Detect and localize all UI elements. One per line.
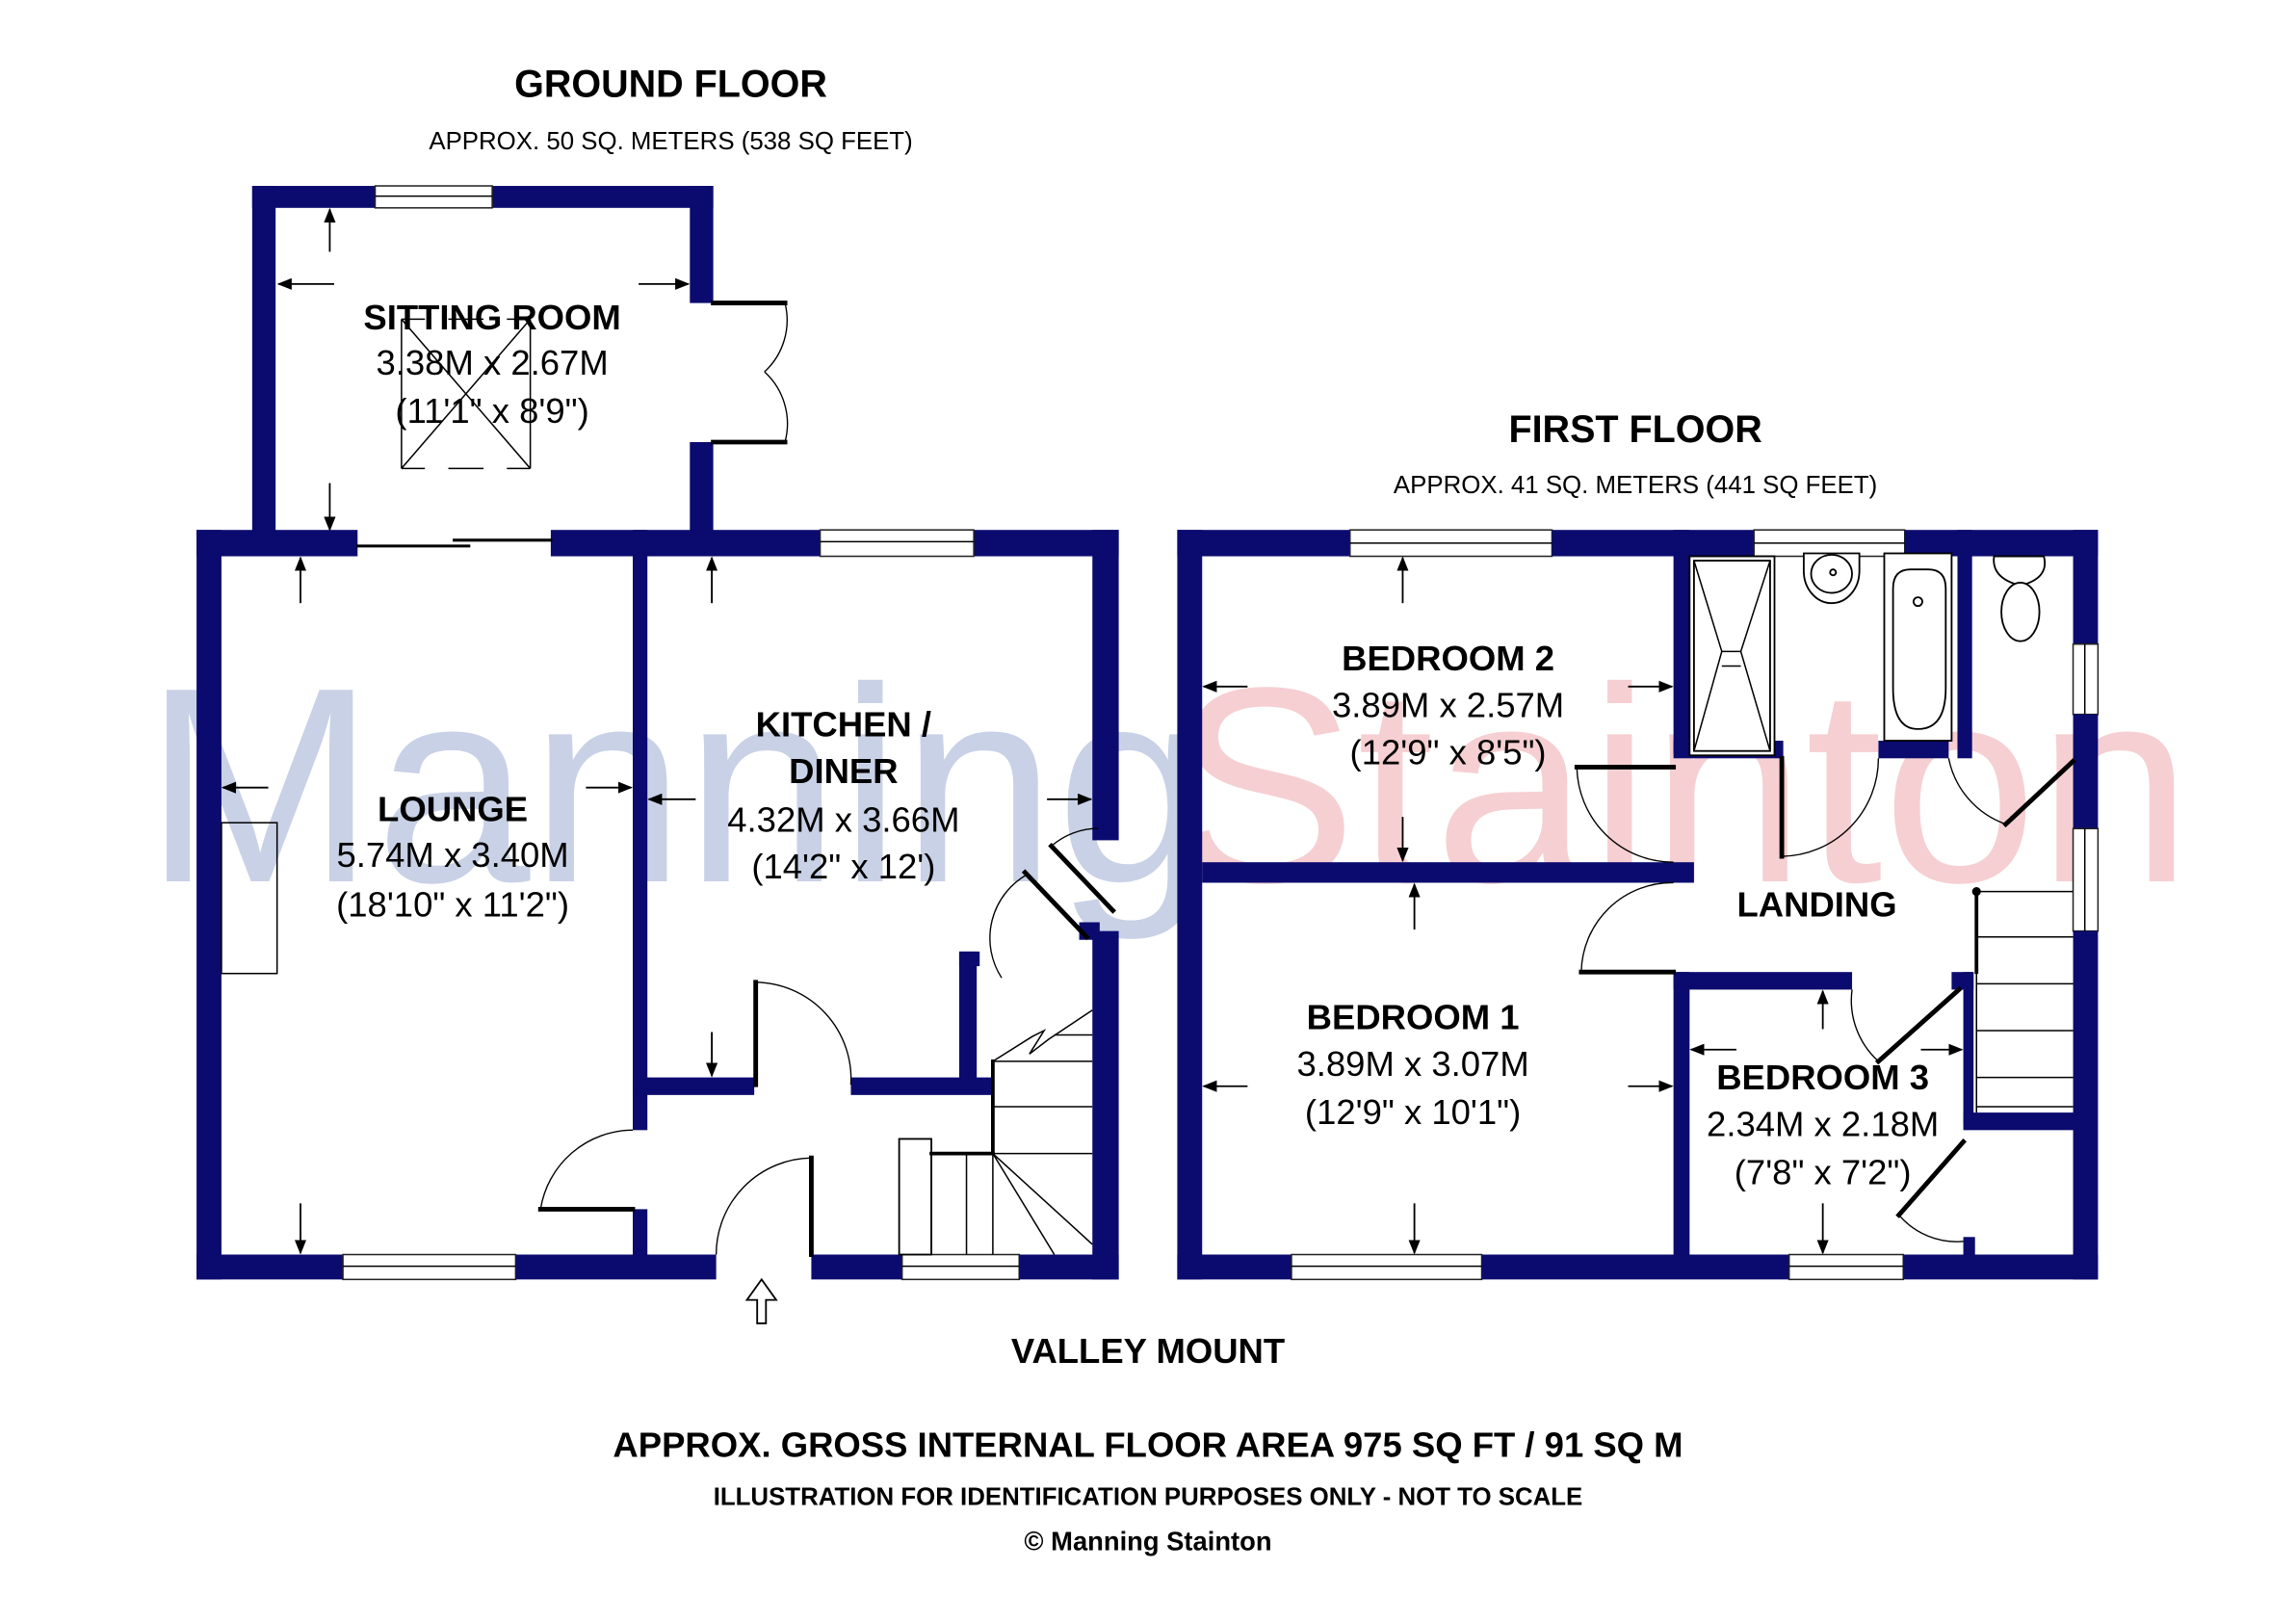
watermark-manning: Manning (144, 631, 1211, 942)
wall (1963, 1112, 2085, 1131)
wall (196, 1254, 344, 1280)
washbasin (1802, 552, 1861, 605)
room-name: LOUNGE (378, 790, 528, 829)
room-name-line1: KITCHEN / (756, 704, 931, 744)
wall (251, 186, 276, 552)
room-metric: 2.34M x 2.18M (1707, 1104, 1939, 1143)
room-imperial: (11'1" x 8'9") (395, 391, 588, 431)
wall (251, 186, 376, 208)
wall (1092, 930, 1119, 1280)
first-floor-title: FIRST FLOOR (1508, 408, 1761, 451)
entrance-arrow-icon (744, 1277, 778, 1324)
wall (1963, 1237, 1975, 1264)
wall (958, 951, 980, 967)
skylight (401, 318, 532, 470)
room-name: BEDROOM 3 (1716, 1058, 1929, 1097)
room-bedroom-1: BEDROOM 1 3.89M x 3.07M (12'9" x 10'1") (1296, 997, 1528, 1132)
wall (2073, 530, 2099, 644)
first-floor-plan: BEDROOM 2 3.89M x 2.57M (12'9" x 8'5") L… (1177, 529, 2100, 1281)
ground-floor-title: GROUND FLOOR (514, 63, 827, 105)
room-imperial: (12'9" x 8'5") (1350, 732, 1547, 772)
wall (1673, 972, 1690, 1266)
room-metric: 4.32M x 3.66M (727, 799, 959, 839)
wall (1177, 530, 1203, 1280)
wall (196, 530, 358, 557)
wall (515, 1254, 717, 1280)
room-imperial: (12'9" x 10'1") (1305, 1092, 1521, 1132)
room-metric: 3.89M x 3.07M (1296, 1044, 1528, 1084)
wall (1878, 741, 1949, 759)
room-sitting-room: SITTING ROOM 3.38M x 2.67M (11'1" x 8'9"… (363, 298, 620, 431)
wall (1177, 1254, 1292, 1280)
property-name: VALLEY MOUNT (1011, 1331, 1285, 1371)
room-metric: 3.89M x 2.57M (1332, 686, 1564, 725)
fireplace (221, 822, 278, 975)
wall (1957, 530, 1972, 759)
room-lounge: LOUNGE 5.74M x 3.40M (18'10" x 11'2") (336, 790, 569, 925)
wall (958, 951, 978, 1086)
wall (2073, 714, 2099, 829)
wall (633, 1077, 755, 1095)
room-metric: 3.38M x 2.67M (376, 343, 608, 382)
room-kitchen-diner: KITCHEN / DINER 4.32M x 3.66M (14'2" x 1… (727, 704, 959, 885)
room-name: SITTING ROOM (363, 298, 620, 337)
ground-floor-plan: SITTING ROOM 3.38M x 2.67M (11'1" x 8'9"… (196, 185, 1119, 1324)
first-floor-area: APPROX. 41 SQ. METERS (441 SQ FEET) (1394, 472, 1877, 499)
total-floor-area: APPROX. GROSS INTERNAL FLOOR AREA 975 SQ… (613, 1425, 1683, 1464)
shower-tray (1688, 555, 1776, 757)
wall (1092, 530, 1119, 841)
wall (633, 530, 648, 1131)
wall (1481, 1254, 1789, 1280)
room-metric: 5.74M x 3.40M (336, 835, 568, 875)
wall (1903, 1254, 2099, 1280)
wall (1019, 1254, 1119, 1280)
dimension-arrows-first-floor (1202, 556, 1964, 1255)
room-landing: LANDING (1737, 884, 1897, 924)
window (819, 529, 975, 558)
toilet (1993, 555, 2047, 642)
room-imperial: (18'10" x 11'2") (336, 884, 569, 924)
room-name: BEDROOM 2 (1342, 639, 1554, 678)
wall (1177, 530, 1350, 557)
wall (633, 1209, 648, 1269)
staircase-first-floor (1971, 887, 2074, 1113)
room-bedroom-3: BEDROOM 3 2.34M x 2.18M (7'8" x 7'2") (1707, 1058, 1939, 1192)
room-name: LANDING (1737, 884, 1897, 924)
copyright: © Manning Stainton (1024, 1527, 1271, 1557)
disclaimer: ILLUSTRATION FOR IDENTIFICATION PURPOSES… (714, 1483, 1583, 1510)
wall (1904, 530, 2099, 557)
wall (850, 1077, 995, 1095)
wall (1552, 530, 1755, 557)
ground-floor-area: APPROX. 50 SQ. METERS (538 SQ FEET) (429, 128, 912, 155)
room-imperial: (14'2" x 12') (751, 847, 935, 886)
wall (690, 186, 714, 303)
room-name-line2: DINER (789, 751, 898, 791)
bath (1883, 552, 1953, 742)
wall (2073, 930, 2099, 1280)
dimension-arrows (221, 207, 1093, 1255)
room-name: BEDROOM 1 (1307, 997, 1520, 1036)
wall (1673, 530, 1690, 754)
wall (196, 530, 222, 1280)
wall (492, 186, 714, 208)
wall (1673, 972, 1853, 990)
room-bedroom-2: BEDROOM 2 3.89M x 2.57M (12'9" x 8'5") (1332, 639, 1564, 772)
wall (1963, 972, 1974, 1125)
wall (811, 1254, 902, 1280)
staircase (898, 1009, 1093, 1256)
wall (1202, 862, 1694, 883)
room-imperial: (7'8" x 7'2") (1735, 1153, 1912, 1192)
